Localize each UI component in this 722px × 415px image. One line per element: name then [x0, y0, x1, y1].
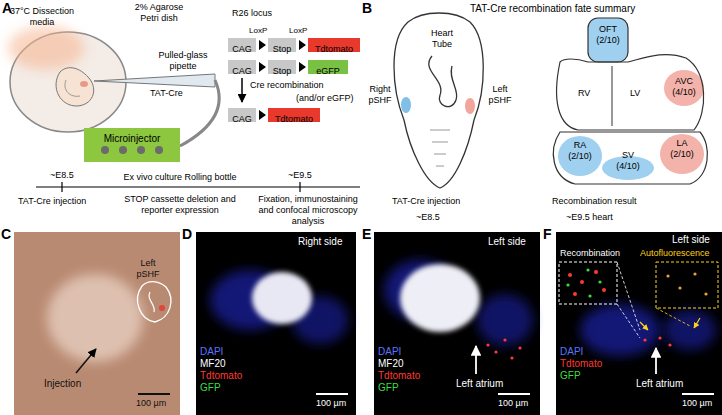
channel-label: GFP [378, 382, 399, 394]
confocal-right [196, 232, 356, 415]
region-label: AVC (4/10) [667, 76, 701, 98]
timeline [36, 182, 360, 192]
box-text: CAG [232, 64, 252, 78]
channel-label: Tdtomato [560, 358, 602, 370]
panel-heading: TAT-Cre recombination fate summary [470, 3, 635, 15]
panel-letter: B [362, 0, 372, 17]
reporter-box: eGFP [308, 60, 348, 74]
timeline-step: Fixation, immunostaining and confocal mi… [256, 194, 360, 226]
reporter-box: Tdtomato [268, 108, 320, 122]
anatomy-label: Right pSHF [362, 84, 398, 106]
dish-label: 2% Agarose Petri dish [130, 2, 188, 24]
box-text: Stop [273, 64, 292, 78]
box-text: Microinjector [104, 132, 161, 145]
anatomy-label: Left pSHF [484, 84, 516, 106]
timeline-step: STOP cassette deletion and reporter expr… [110, 194, 250, 216]
scale-label: 100 µm [136, 398, 166, 409]
anatomy-label: Left pSHF [130, 258, 166, 280]
reporter-box: Tdtomato [308, 38, 360, 52]
knob-dot [137, 146, 145, 154]
panel-letter: E [362, 226, 371, 243]
pipette-label: Pulled-glass pipette [152, 50, 214, 72]
timeline-label: Ex vivo culture Rolling bottle [105, 172, 255, 183]
side-label: Right side [298, 236, 342, 248]
stage-caption: TAT-Cre injection [392, 196, 460, 207]
stage-caption: Recombination result [552, 196, 637, 207]
microinjector-box: Microinjector [84, 128, 180, 162]
loxp-label: LoxP [249, 26, 267, 36]
channel-label: DAPI [200, 346, 223, 358]
region-label: LA (2/10) [665, 138, 699, 160]
panel-letter: D [182, 226, 192, 243]
region-label: SV (4/10) [611, 150, 645, 172]
inset-label: Recombination [560, 248, 620, 259]
knob-dot [119, 146, 127, 154]
channel-label: GFP [560, 370, 581, 382]
confocal-left [374, 232, 540, 415]
channel-label: MF20 [200, 358, 226, 370]
stop-box: Stop [268, 38, 296, 52]
stage-caption: ~E8.5 [416, 212, 440, 223]
knob-dot [101, 146, 109, 154]
scale-label: 100 µm [316, 398, 346, 409]
scale-label: 100 µm [682, 398, 712, 409]
box-text: eGFP [316, 64, 340, 78]
reagent-label: TAT-Cre [150, 88, 183, 99]
box-text: Stop [273, 42, 292, 56]
inset-label: Autofluorescence [640, 248, 710, 259]
channel-label: GFP [200, 382, 221, 394]
anatomy-label: Left atrium [636, 378, 683, 390]
channel-label: MF20 [378, 358, 404, 370]
channel-label: Tdtomato [200, 370, 242, 382]
box-text: CAG [232, 42, 252, 56]
promoter-box: CAG [228, 60, 256, 74]
locus-label: R26 locus [232, 8, 272, 19]
stage-caption: ~E9.5 heart [566, 212, 613, 223]
side-label: Left side [672, 234, 710, 246]
box-text: Tdtomato [275, 112, 313, 126]
anatomy-label: Left atrium [456, 378, 503, 390]
embryo-photo [14, 232, 180, 415]
channel-label: DAPI [378, 346, 401, 358]
knob-dot [155, 146, 163, 154]
embryo-illustration [394, 13, 483, 188]
stage-label: ~E8.5 [50, 170, 74, 181]
loxp-label: LoxP [289, 26, 307, 36]
cre-arrow [241, 78, 243, 102]
channel-label: Tdtomato [378, 370, 420, 382]
promoter-box: CAG [228, 38, 256, 52]
dish-label: 37°C Dissection media [6, 6, 78, 28]
side-label: Left side [488, 236, 526, 248]
stage-label: ~E9.5 [288, 170, 312, 181]
promoter-box: CAG [228, 108, 256, 122]
region-label: OFT (2/10) [591, 24, 625, 46]
process-label: Cre recombination [250, 80, 324, 91]
region-label: LV [630, 88, 640, 99]
channel-label: DAPI [560, 346, 583, 358]
panel-letter: F [543, 226, 552, 243]
heart-illustration [553, 18, 707, 184]
stop-box: Stop [268, 60, 296, 74]
scale-label: 100 µm [498, 398, 528, 409]
box-text: CAG [232, 112, 252, 126]
box-text: Tdtomato [315, 42, 353, 56]
process-label: (and/or eGFP) [296, 93, 354, 104]
region-label: RA (2/10) [563, 140, 597, 162]
panel-letter: C [1, 226, 11, 243]
confocal-detail [556, 232, 722, 415]
anatomy-label: Heart Tube [426, 28, 458, 50]
timeline-step: TAT-Cre injection [18, 196, 86, 207]
injection-label: Injection [44, 378, 81, 390]
region-label: RV [578, 88, 590, 99]
